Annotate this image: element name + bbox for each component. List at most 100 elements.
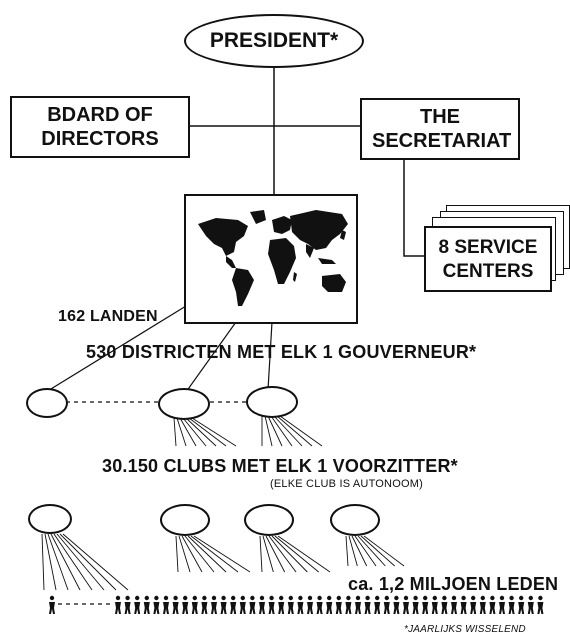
person-icon: [307, 595, 313, 614]
fan-line: [185, 417, 217, 447]
service-centers-label: 8 SERVICE CENTERS: [438, 237, 538, 282]
district-node: [246, 386, 298, 418]
fan-line: [351, 535, 368, 567]
fan-line: [44, 533, 57, 591]
footnote: *JAARLIJKS WISSELEND: [404, 624, 526, 635]
person-icon: [182, 595, 189, 614]
board-label: BDARD OF DIRECTORS: [41, 104, 159, 150]
fan-line: [265, 535, 286, 573]
clubs-label: 30.150 CLUBS MET ELK 1 VOORZITTER*: [102, 456, 458, 476]
person-icon: [220, 595, 227, 614]
person-icon: [230, 595, 237, 614]
fan-line: [268, 535, 297, 573]
person-icon: [460, 595, 467, 614]
person-icon: [374, 595, 381, 614]
person-icon: [326, 595, 333, 614]
person-icon: [287, 595, 294, 614]
fan-line: [267, 415, 283, 447]
fan-line: [178, 535, 191, 573]
fan-line: [179, 417, 197, 447]
person-icon: [422, 595, 429, 614]
fan-line: [274, 535, 319, 573]
fan-line: [56, 533, 105, 591]
fan-line: [276, 415, 313, 447]
person-icon: [259, 595, 265, 614]
fan-line: [348, 535, 358, 567]
fan-line: [41, 533, 45, 591]
person-icon: [499, 595, 505, 614]
district-node: [26, 388, 68, 418]
clubs-note: (ELKE CLUB IS AUTONOOM): [270, 478, 423, 490]
members-row: [49, 595, 544, 614]
person-icon: [153, 595, 160, 614]
fan-line: [273, 415, 303, 447]
person-icon: [479, 595, 486, 614]
person-icon: [134, 595, 141, 614]
person-icon: [124, 595, 131, 614]
person-icon: [412, 595, 419, 614]
person-icon: [441, 595, 448, 614]
person-icon: [364, 595, 371, 614]
fan-line: [59, 533, 117, 591]
person-icon: [49, 595, 55, 614]
fan-line: [277, 535, 331, 573]
club-node: [28, 504, 72, 534]
fan-line: [187, 535, 227, 573]
person-icon: [297, 595, 304, 614]
person-icon: [508, 595, 515, 614]
person-icon: [451, 595, 457, 614]
countries-label: 162 LANDEN: [58, 308, 158, 325]
world-map-icon: [198, 210, 348, 306]
person-icon: [191, 595, 198, 614]
club-node: [244, 504, 294, 536]
fan-line: [279, 415, 323, 447]
fan-line: [188, 417, 227, 447]
person-icon: [143, 595, 150, 614]
fan-line: [53, 533, 93, 591]
person-icon: [278, 595, 285, 614]
fan-line: [271, 535, 308, 573]
fan-line: [47, 533, 69, 591]
fan-line: [184, 535, 215, 573]
person-icon: [239, 595, 246, 614]
person-icon: [172, 595, 179, 614]
fan-line: [173, 417, 177, 447]
fan-line: [354, 535, 377, 567]
fan-line: [190, 535, 239, 573]
fan-line: [262, 535, 274, 573]
person-icon: [383, 595, 390, 614]
world-map-frame: [184, 194, 358, 324]
person-icon: [201, 595, 208, 614]
person-icon: [431, 595, 438, 614]
board-of-directors-node: BDARD OF DIRECTORS: [10, 96, 190, 158]
person-icon: [403, 595, 409, 614]
fan-line: [264, 415, 273, 447]
fan-line: [176, 417, 187, 447]
fan-line: [62, 533, 129, 591]
fan-line: [175, 535, 179, 573]
fan-line: [182, 417, 207, 447]
members-label: ca. 1,2 MILJOEN LEDEN: [348, 574, 559, 594]
person-icon: [268, 595, 275, 614]
fan-line: [357, 535, 386, 567]
fan-line: [270, 415, 293, 447]
president-label: PRESIDENT*: [209, 29, 339, 52]
person-icon: [163, 595, 169, 614]
person-icon: [211, 595, 217, 614]
fan-line: [345, 535, 349, 567]
person-icon: [518, 595, 525, 614]
club-node: [160, 504, 210, 536]
person-icon: [470, 595, 477, 614]
district-node: [158, 388, 210, 420]
service-centers-node: 8 SERVICE CENTERS: [424, 226, 552, 292]
fan-line: [181, 535, 203, 573]
secretariat-node: THE SECRETARIAT: [360, 98, 520, 160]
person-icon: [345, 595, 352, 614]
secretariat-label: THE SECRETARIAT: [372, 106, 512, 152]
club-node: [330, 504, 380, 536]
person-icon: [527, 595, 534, 614]
fan-line: [50, 533, 81, 591]
person-icon: [249, 595, 256, 614]
fan-line: [193, 535, 251, 573]
